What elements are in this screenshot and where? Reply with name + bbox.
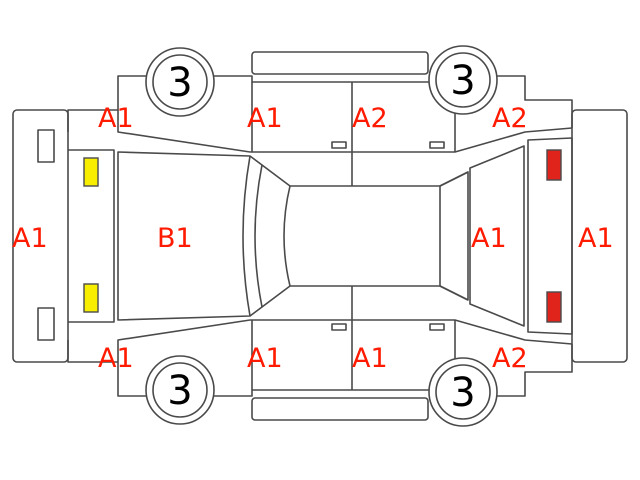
- front-left-lamp: [83, 157, 99, 187]
- trunk-lid: [469, 145, 525, 327]
- windshield-outer: [254, 164, 263, 308]
- windshield-inner: [283, 185, 291, 287]
- label-left-rear-door: A2: [352, 103, 388, 134]
- label-left-front-fender: A1: [98, 103, 134, 134]
- rear-right-lamp: [546, 291, 562, 323]
- label-right-front-fender: A1: [98, 343, 134, 374]
- front-right-tyre: 3: [145, 355, 215, 425]
- left-rear-door-handle: [429, 141, 445, 149]
- front-bumper-slot-top: [37, 129, 55, 163]
- windshield-top: [249, 155, 469, 187]
- right-side-sill-line: [210, 389, 431, 397]
- left-front-door-handle: [331, 141, 347, 149]
- label-left-front-door: A1: [247, 103, 283, 134]
- front-bumper-slot-bottom: [37, 307, 55, 341]
- right-beltline: [250, 319, 573, 345]
- right-rear-door-handle: [429, 323, 445, 331]
- rear-right-tyre-value: 3: [450, 370, 475, 416]
- label-right-rear-quarter: A2: [492, 343, 528, 374]
- left-door-seams: [251, 82, 456, 186]
- right-door-seams: [251, 286, 456, 390]
- rear-right-tyre: 3: [428, 357, 498, 427]
- front-left-tyre: 3: [145, 47, 215, 117]
- front-right-lamp: [83, 283, 99, 313]
- left-side-skirt: [251, 51, 429, 75]
- front-right-tyre-value: 3: [167, 368, 192, 414]
- label-trunk: A1: [471, 223, 507, 254]
- front-grille-area: [68, 149, 115, 323]
- label-right-rear-door: A1: [352, 343, 388, 374]
- label-hood: B1: [157, 223, 193, 254]
- left-rear-quarter-line: [490, 75, 573, 128]
- left-fender-shoulder: [117, 110, 251, 153]
- left-beltline: [250, 127, 573, 153]
- windshield-bottom: [249, 285, 469, 317]
- rear-window: [439, 171, 469, 301]
- label-right-front-door: A1: [247, 343, 283, 374]
- rear-left-tyre-value: 3: [450, 58, 475, 104]
- rear-panel: [527, 137, 573, 335]
- label-front-bumper: A1: [12, 223, 48, 254]
- right-front-door-handle: [331, 323, 347, 331]
- rear-left-tyre: 3: [428, 45, 498, 115]
- label-rear-bumper: A1: [578, 223, 614, 254]
- left-side-sill-line: [210, 75, 431, 83]
- right-rear-quarter-line: [490, 344, 573, 397]
- rear-left-lamp: [546, 149, 562, 181]
- label-left-rear-quarter: A2: [492, 103, 528, 134]
- front-bumper: [12, 109, 69, 363]
- front-left-tyre-value: 3: [167, 60, 192, 106]
- right-side-skirt: [251, 397, 429, 421]
- right-fender-shoulder: [117, 319, 251, 362]
